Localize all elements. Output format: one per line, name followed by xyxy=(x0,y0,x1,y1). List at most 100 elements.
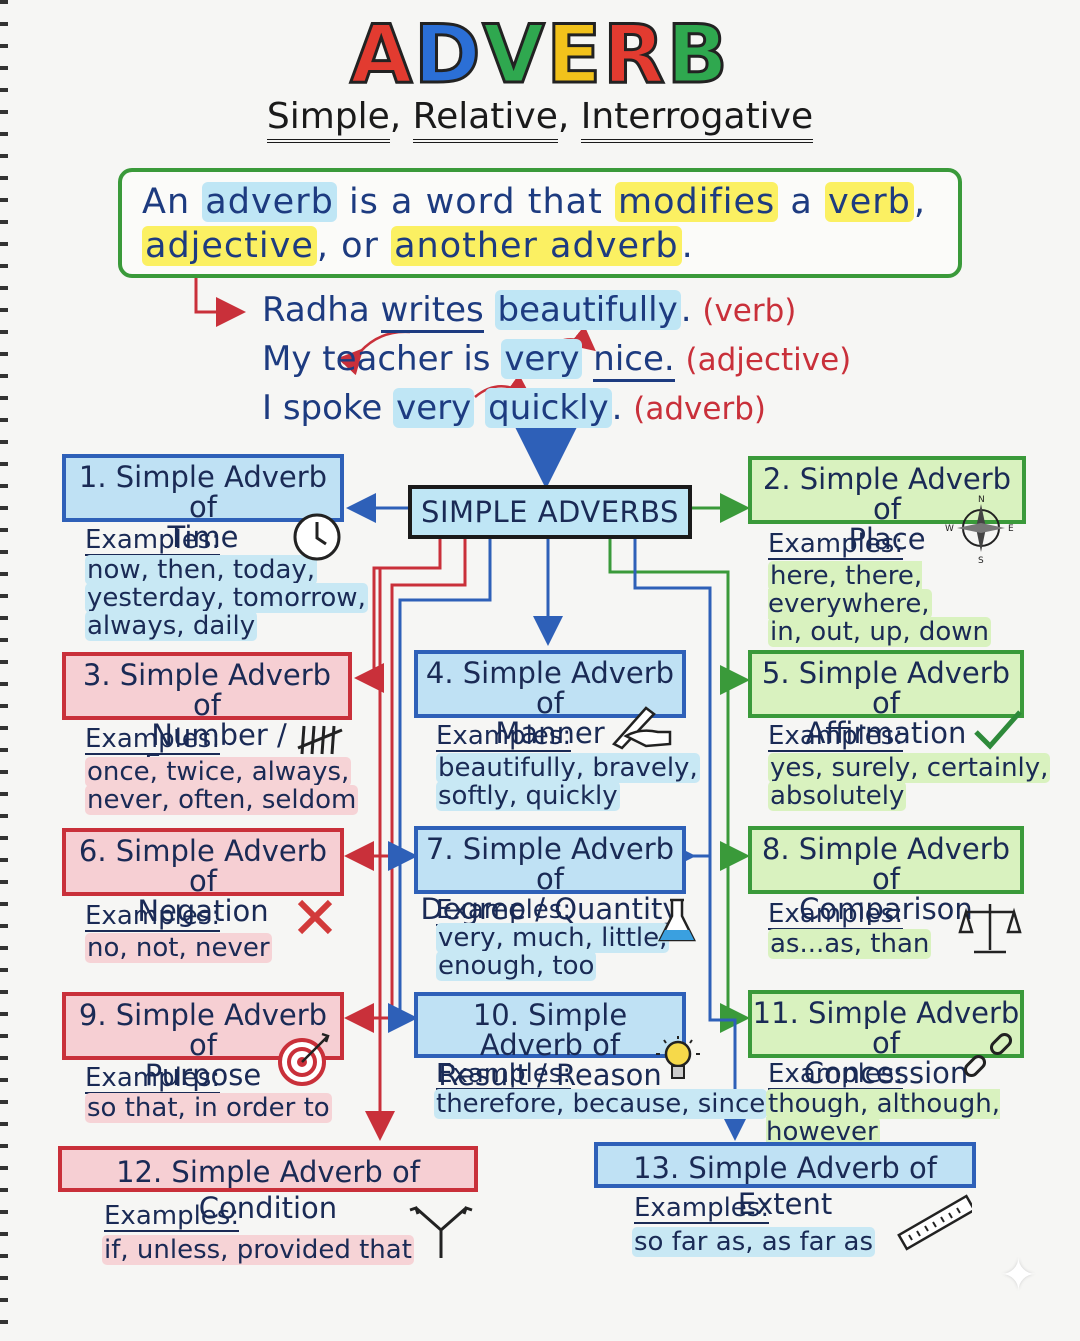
box-title: 4. Simple Adverb of xyxy=(425,656,675,720)
box-title: 11. Simple Adverb of xyxy=(752,996,1020,1060)
examples-label: Examples: xyxy=(85,901,221,932)
box-condition: 12. Simple Adverb of Condition xyxy=(58,1146,478,1225)
examples-label: Examples: xyxy=(85,724,221,755)
box-subtitle: Degree / Quantity xyxy=(420,892,680,926)
link-result xyxy=(388,535,492,1033)
def-word-adverb: adverb xyxy=(202,182,337,222)
ex-word: Radha xyxy=(262,290,370,330)
box-title: 7. Simple Adverb of xyxy=(425,832,675,896)
box-result: 10. Simple Adverb of Result / Reason xyxy=(414,992,686,1090)
box-frequency: 3. Simple Adverb of Number / Frequency xyxy=(62,652,352,780)
definition-box: An adverb is a word that modifies a verb… xyxy=(118,168,962,278)
box-subtitle: Concession xyxy=(803,1056,969,1090)
fork-arrow-icon xyxy=(409,1206,473,1258)
def-word: An xyxy=(142,182,191,222)
definition-arrow xyxy=(194,276,246,327)
ex-word-verb: writes xyxy=(380,290,484,333)
examples-time: now, then, today, yesterday, tomorrow, a… xyxy=(85,555,368,641)
page-title: ADVERB xyxy=(0,8,1080,101)
ex-word: is xyxy=(463,339,491,379)
box-title: 5. Simple Adverb of xyxy=(761,656,1011,720)
ex-tag: (adverb) xyxy=(633,391,766,427)
link-red-trunk xyxy=(390,535,467,1005)
box-title: 2. Simple Adverb of xyxy=(762,462,1012,526)
box-title: 8. Simple Adverb of xyxy=(761,832,1011,896)
examples-concession: though, although, however xyxy=(766,1089,1001,1147)
link-extent xyxy=(633,535,750,1141)
scale-icon xyxy=(958,904,1022,954)
ex-word-adjective: nice. xyxy=(593,339,675,382)
example-sentence-1: Radha writes beautifully. (verb) xyxy=(262,290,796,333)
link-concession xyxy=(608,535,750,1033)
svg-text:W: W xyxy=(945,524,954,534)
simple-adverbs-heading: SIMPLE ADVERBS xyxy=(408,485,692,539)
example-arrow-verb xyxy=(337,330,411,376)
examples-degree: very, much, little, enough, too xyxy=(436,923,670,981)
box-extent: 13. Simple Adverb of Extent xyxy=(594,1142,976,1221)
broken-chain-icon xyxy=(963,1032,1013,1078)
examples-place: here, there, everywhere, in, out, up, do… xyxy=(768,561,992,647)
ex-word-adverb: very xyxy=(501,339,583,379)
target-icon xyxy=(278,1032,330,1086)
definition-line-2: adjective, or another adverb. xyxy=(142,226,694,266)
subtitle-simple: Simple xyxy=(266,96,390,143)
ex-word: My xyxy=(262,339,312,379)
title-letter: D xyxy=(413,8,483,101)
examples-label: Examples: xyxy=(436,895,572,926)
box-subtitle: Affirmation xyxy=(805,716,967,750)
link-frequency xyxy=(354,535,442,693)
def-word: is a word that xyxy=(348,182,603,222)
box-manner: 4. Simple Adverb of Manner xyxy=(414,650,686,748)
ex-word: spoke xyxy=(282,388,383,428)
box-title: 1. Simple Adverb of xyxy=(78,460,328,524)
def-word-verb: verb xyxy=(824,182,914,222)
box-subtitle: Negation xyxy=(137,894,269,928)
examples-affirmation: yes, surely, certainly, absolutely xyxy=(768,753,1051,811)
example-sentence-2: My teacher is very nice. (adjective) xyxy=(262,339,852,382)
examples-negation: no, not, never xyxy=(85,933,272,963)
box-title: 12. Simple Adverb of Condition xyxy=(116,1155,420,1225)
box-subtitle: Time xyxy=(167,520,239,554)
box-subtitle: Manner xyxy=(495,716,605,750)
ex-word: . xyxy=(680,290,692,330)
clock-icon xyxy=(293,513,341,561)
examples-frequency: once, twice, always, never, often, seldo… xyxy=(85,757,359,815)
box-title: 13. Simple Adverb of Extent xyxy=(633,1151,937,1221)
subtitle-interrogative: Interrogative xyxy=(580,96,814,143)
notebook-spiral xyxy=(0,0,8,1341)
svg-text:E: E xyxy=(1008,524,1014,534)
page-subtitle: Simple, Relative, Interrogative xyxy=(0,96,1080,143)
box-subtitle: Result / Reason xyxy=(438,1058,662,1092)
box-subtitle: Place xyxy=(848,522,926,556)
examples-label: Examples: xyxy=(436,721,572,752)
box-negation: 6. Simple Adverb of Negation xyxy=(62,828,344,926)
subtitle-relative: Relative xyxy=(412,96,558,143)
title-letter: V xyxy=(481,8,547,101)
examples-label: Examples: xyxy=(768,721,904,752)
examples-result: therefore, because, since xyxy=(434,1089,768,1119)
box-time: 1. Simple Adverb of Time xyxy=(62,454,344,552)
cross-icon xyxy=(297,899,333,935)
def-word-another-adverb: another adverb xyxy=(391,226,682,266)
box-title: 3. Simple Adverb of xyxy=(82,658,332,722)
tally-icon xyxy=(297,725,343,755)
ex-tag: (adjective) xyxy=(685,342,852,378)
box-affirmation: 5. Simple Adverb of Affirmation xyxy=(748,650,1024,748)
ex-word-adverb: quickly xyxy=(485,388,612,428)
box-title: 10. Simple Adverb of xyxy=(472,998,628,1062)
examples-condition: if, unless, provided that xyxy=(102,1235,414,1265)
checkmark-icon xyxy=(974,710,1022,750)
examples-manner: beautifully, bravely, softly, quickly xyxy=(436,753,700,811)
box-concession: 11. Simple Adverb of Concession xyxy=(748,990,1024,1088)
writing-hand-icon xyxy=(611,706,672,750)
title-letter: B xyxy=(665,8,730,101)
def-word: a xyxy=(790,182,813,222)
compass-icon: N E S W xyxy=(945,495,1014,564)
def-word-adjective: adjective xyxy=(142,226,317,266)
title-letter: A xyxy=(349,8,415,101)
title-letter: E xyxy=(545,8,604,101)
ruler-icon xyxy=(897,1194,972,1251)
examples-label: Examples: xyxy=(634,1193,770,1224)
ex-word: I xyxy=(262,388,273,428)
